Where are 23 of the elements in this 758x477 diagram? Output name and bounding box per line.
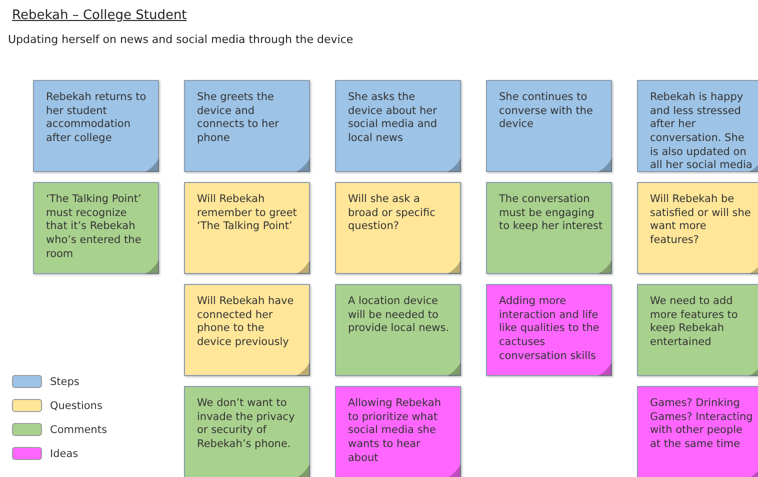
sticky-note: Allowing Rebekah to prioritize what social media she wants to hear about <box>335 386 461 477</box>
legend-label: Ideas <box>50 448 78 460</box>
sticky-note: A location device will be needed to provide local news. <box>335 284 461 376</box>
sticky-note: Will Rebekah remember to greet ‘The Talking Point’ <box>184 182 310 274</box>
sticky-note: ‘The Talking Point’ must recognize that it’s Rebekah who’s entered the room <box>33 182 159 274</box>
legend-label: Steps <box>50 376 80 388</box>
sticky-note: She asks the device about her social media and local news <box>335 80 461 172</box>
legend-label: Comments <box>50 424 107 436</box>
sticky-note: We don’t want to invade the privacy or security of Rebekah’s phone. <box>184 386 310 477</box>
sticky-note: Games? Drinking Games? Interacting with other people at the same time <box>637 386 758 477</box>
sticky-note: Adding more interaction and life like qualities to the cactuses conversation skills <box>486 284 612 376</box>
sticky-note: The conversation must be engaging to keep her interest <box>486 182 612 274</box>
sticky-note: Rebekah returns to her student accommodation after college <box>33 80 159 172</box>
sticky-note: We need to add more features to keep Rebekah entertained <box>637 284 758 376</box>
sticky-note: Will Rebekah have connected her phone to the device previously <box>184 284 310 376</box>
legend-label: Questions <box>50 400 102 412</box>
subtitle: Updating herself on news and social media through the device <box>8 33 354 46</box>
sticky-note: She greets the device and connects to her phone <box>184 80 310 172</box>
sticky-note: Will Rebekah be satisfied or will she want more features? <box>637 182 758 274</box>
sticky-note: Rebekah is happy and less stressed after her conversation. She is also updated on all her social media <box>637 80 758 172</box>
diagram-title: Rebekah – College Student <box>12 8 187 23</box>
sticky-note: She continues to converse with the device <box>486 80 612 172</box>
sticky-note: Will she ask a broad or specific question? <box>335 182 461 274</box>
